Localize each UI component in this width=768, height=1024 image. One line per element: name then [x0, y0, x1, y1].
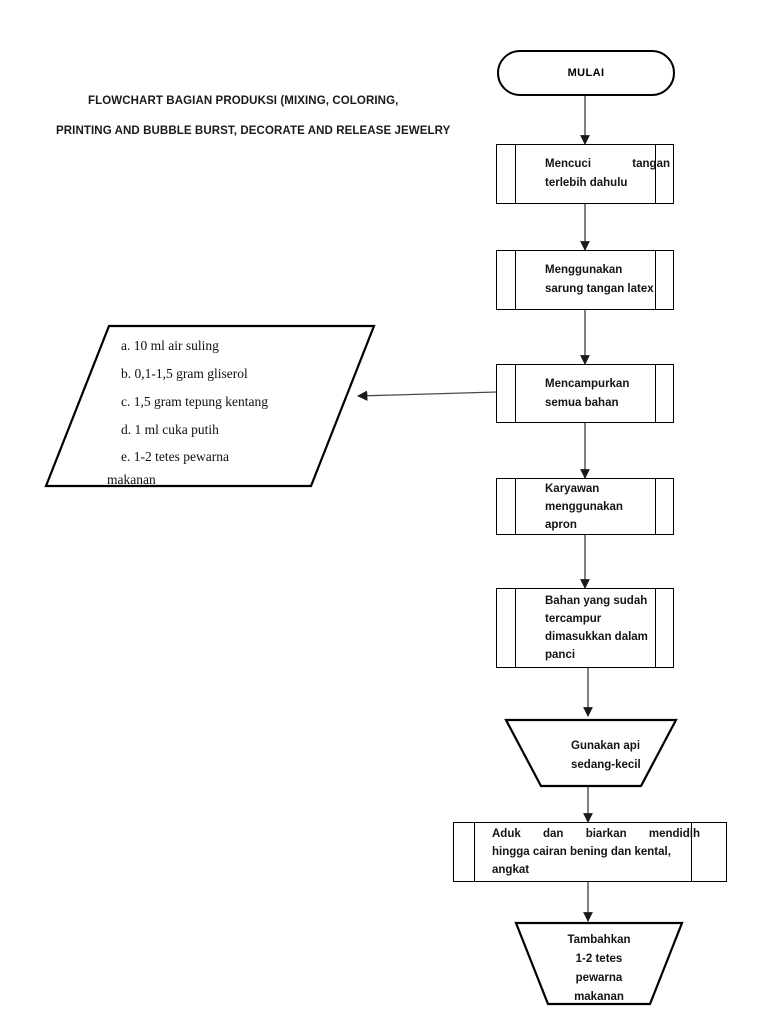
node-step8-add-food-coloring[interactable]: Tambahkan 1-2 tetes pewarna makanan — [514, 921, 684, 1007]
predefined-process-right-bar — [655, 365, 656, 422]
node-step2-latex-gloves[interactable]: Menggunakan sarung tangan latex — [496, 250, 674, 310]
node-ingredients-list[interactable]: a. 10 ml air suling b. 0,1-1,5 gram glis… — [44, 324, 376, 488]
node-step2-text: Menggunakan sarung tangan latex — [545, 251, 673, 309]
node-step3-mix-ingredients[interactable]: Mencampurkan semua bahan — [496, 364, 674, 423]
node-step2-line-2: sarung tangan latex — [545, 283, 654, 295]
node-step1-text: Mencuci tangan terlebih dahulu — [545, 145, 670, 203]
node-step5-line-3: dimasukkan dalam — [545, 631, 648, 643]
node-step4-line-2: menggunakan — [545, 500, 623, 513]
node-step3-line-2: semua bahan — [545, 396, 619, 409]
ingredient-item-b: b. 0,1-1,5 gram gliserol — [121, 366, 248, 381]
node-step5-line-2: tercampur — [545, 613, 602, 625]
node-step6-line-1: Gunakan api — [571, 740, 641, 752]
node-step5-pour-into-pan[interactable]: Bahan yang sudah tercampur dimasukkan da… — [496, 588, 674, 668]
node-step8-line-2: 1-2 tetes — [575, 953, 623, 965]
node-step1-line-2: terlebih dahulu — [545, 177, 628, 189]
node-step8-text: Tambahkan 1-2 tetes pewarna makanan — [529, 931, 669, 1007]
predefined-process-right-bar — [691, 823, 692, 881]
chart-title-line-2: PRINTING AND BUBBLE BURST, DECORATE AND … — [56, 125, 451, 137]
node-step7-line-2: hingga cairan bening dan kental, — [492, 846, 671, 858]
ingredient-item-e-continuation: makanan — [107, 472, 156, 487]
chart-title: FLOWCHART BAGIAN PRODUKSI (MIXING, COLOR… — [56, 86, 488, 146]
node-step7-stir-and-boil[interactable]: Aduk dan biarkan mendidih hingga cairan … — [453, 822, 727, 882]
node-step6-line-2: sedang-kecil — [571, 759, 641, 771]
node-step3-line-1: Mencampurkan — [545, 377, 630, 390]
node-step6-text: Gunakan api sedang-kecil — [571, 737, 671, 775]
predefined-process-left-bar — [515, 365, 516, 422]
node-step5-line-1: Bahan yang sudah — [545, 595, 648, 607]
ingredients-text: a. 10 ml air suling b. 0,1-1,5 gram glis… — [107, 332, 356, 489]
predefined-process-left-bar — [515, 479, 516, 534]
node-step7-line-1: Aduk dan biarkan mendidih — [492, 828, 700, 840]
node-step4-line-3: apron — [545, 518, 577, 531]
node-start-label: MULAI — [567, 67, 605, 79]
predefined-process-left-bar — [515, 251, 516, 309]
parallelogram-shape — [44, 324, 376, 488]
ingredient-item-a: a. 10 ml air suling — [121, 338, 219, 353]
node-step8-line-3: pewarna — [575, 972, 623, 984]
predefined-process-left-bar — [515, 145, 516, 203]
node-step8-line-4: makanan — [574, 991, 624, 1003]
node-step7-text: Aduk dan biarkan mendidih hingga cairan … — [492, 823, 700, 881]
ingredient-item-d: d. 1 ml cuka putih — [121, 422, 219, 437]
node-step3-text: Mencampurkan semua bahan — [545, 365, 665, 422]
node-step4-text: Karyawan menggunakan apron — [545, 479, 665, 534]
node-step4-apron[interactable]: Karyawan menggunakan apron — [496, 478, 674, 535]
node-step6-heat-level[interactable]: Gunakan api sedang-kecil — [504, 718, 678, 788]
node-step7-line-3: angkat — [492, 864, 530, 876]
predefined-process-left-bar — [515, 589, 516, 667]
node-step4-line-1: Karyawan — [545, 482, 600, 495]
node-step1-line-1: Mencuci tangan — [545, 158, 670, 170]
node-step1-wash-hands[interactable]: Mencuci tangan terlebih dahulu — [496, 144, 674, 204]
trapezoid-shape — [514, 921, 684, 1006]
node-step8-line-1: Tambahkan — [567, 934, 631, 946]
predefined-process-right-bar — [655, 145, 656, 203]
predefined-process-right-bar — [655, 251, 656, 309]
node-step5-line-4: panci — [545, 649, 576, 661]
node-start-mulai[interactable]: MULAI — [497, 50, 675, 96]
node-step2-line-1: Menggunakan — [545, 264, 623, 276]
ingredient-item-e: e. 1-2 tetes pewarna — [121, 449, 229, 464]
node-step5-text: Bahan yang sudah tercampur dimasukkan da… — [545, 589, 672, 667]
trapezoid-shape — [504, 718, 678, 788]
ingredient-item-c: c. 1,5 gram tepung kentang — [121, 394, 268, 409]
predefined-process-right-bar — [655, 479, 656, 534]
chart-title-line-1: FLOWCHART BAGIAN PRODUKSI (MIXING, COLOR… — [88, 95, 399, 107]
predefined-process-left-bar — [474, 823, 475, 881]
predefined-process-right-bar — [655, 589, 656, 667]
